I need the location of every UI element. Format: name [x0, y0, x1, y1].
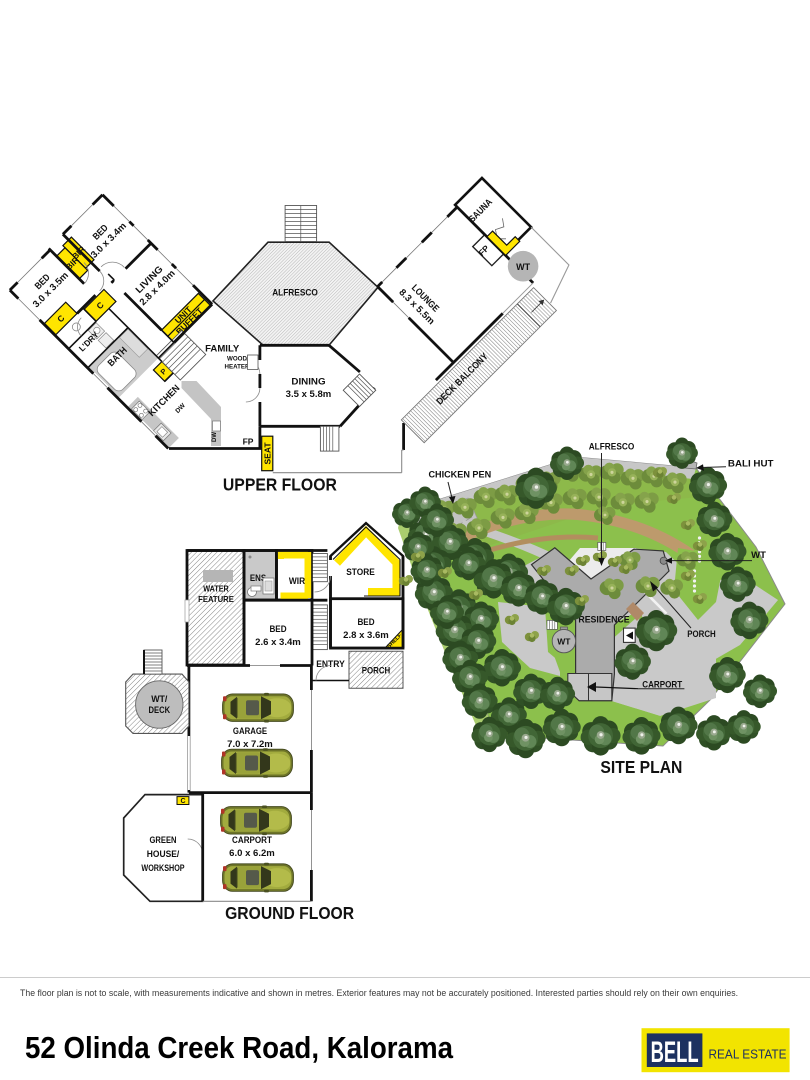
- svg-text:C: C: [55, 313, 66, 324]
- svg-text:FAMILY: FAMILY: [205, 344, 240, 355]
- svg-text:HOUSE/: HOUSE/: [147, 849, 180, 859]
- svg-text:GROUND FLOOR: GROUND FLOOR: [225, 903, 354, 923]
- svg-text:7.0 x 7.2m: 7.0 x 7.2m: [227, 739, 273, 750]
- svg-text:BALI HUT: BALI HUT: [728, 459, 774, 470]
- svg-text:6.0 x 6.2m: 6.0 x 6.2m: [229, 848, 275, 859]
- svg-text:RESIDENCE: RESIDENCE: [578, 615, 629, 626]
- svg-text:DW: DW: [212, 432, 218, 442]
- svg-text:C: C: [180, 798, 185, 805]
- svg-text:WT: WT: [751, 550, 766, 561]
- svg-text:P: P: [158, 367, 168, 377]
- svg-text:GREEN: GREEN: [150, 835, 177, 845]
- svg-text:WT: WT: [516, 262, 530, 272]
- svg-text:52 Olinda Creek Road, Kalorama: 52 Olinda Creek Road, Kalorama: [25, 1031, 454, 1065]
- svg-text:CARPORT: CARPORT: [232, 835, 272, 846]
- svg-text:2.8 x 3.6m: 2.8 x 3.6m: [343, 630, 389, 641]
- svg-text:PORCH: PORCH: [687, 629, 716, 640]
- svg-text:FEATURE: FEATURE: [198, 594, 234, 604]
- svg-text:SEAT: SEAT: [262, 442, 272, 465]
- svg-text:2.6 x 3.4m: 2.6 x 3.4m: [255, 637, 301, 648]
- svg-text:ALFRESCO: ALFRESCO: [589, 442, 635, 453]
- svg-text:WORKSHOP: WORKSHOP: [141, 863, 184, 873]
- svg-text:CARPORT: CARPORT: [642, 680, 682, 691]
- svg-text:REAL ESTATE: REAL ESTATE: [709, 1047, 787, 1062]
- svg-text:The floor plan is not to scale: The floor plan is not to scale, with mea…: [20, 988, 738, 998]
- svg-text:ENTRY: ENTRY: [316, 659, 345, 670]
- svg-text:DINING: DINING: [291, 377, 325, 388]
- svg-text:STORE: STORE: [346, 567, 375, 578]
- svg-text:WT/: WT/: [151, 694, 168, 704]
- svg-text:DW: DW: [174, 402, 187, 415]
- svg-text:BELL: BELL: [651, 1036, 699, 1069]
- svg-text:GARAGE: GARAGE: [233, 726, 267, 737]
- svg-text:BED: BED: [269, 624, 286, 635]
- svg-text:DECK: DECK: [149, 705, 171, 715]
- svg-text:WATER: WATER: [203, 584, 229, 594]
- svg-text:UPPER FLOOR: UPPER FLOOR: [223, 475, 337, 495]
- svg-text:HEATER: HEATER: [225, 364, 251, 371]
- svg-text:3.5 x 5.8m: 3.5 x 5.8m: [286, 389, 332, 400]
- svg-text:WT: WT: [557, 637, 571, 647]
- svg-text:WIR: WIR: [289, 576, 306, 586]
- svg-text:3.0 x 3.4m: 3.0 x 3.4m: [89, 221, 129, 261]
- svg-text:C: C: [94, 300, 105, 311]
- svg-text:FP: FP: [243, 437, 254, 447]
- svg-text:SITE PLAN: SITE PLAN: [600, 757, 682, 777]
- svg-text:CHICKEN PEN: CHICKEN PEN: [428, 470, 491, 481]
- svg-text:WOOD: WOOD: [227, 356, 247, 363]
- svg-text:PORCH: PORCH: [362, 666, 391, 677]
- svg-text:ALFRESCO: ALFRESCO: [272, 288, 318, 299]
- svg-text:ENS: ENS: [250, 573, 266, 583]
- svg-text:BED: BED: [357, 617, 374, 628]
